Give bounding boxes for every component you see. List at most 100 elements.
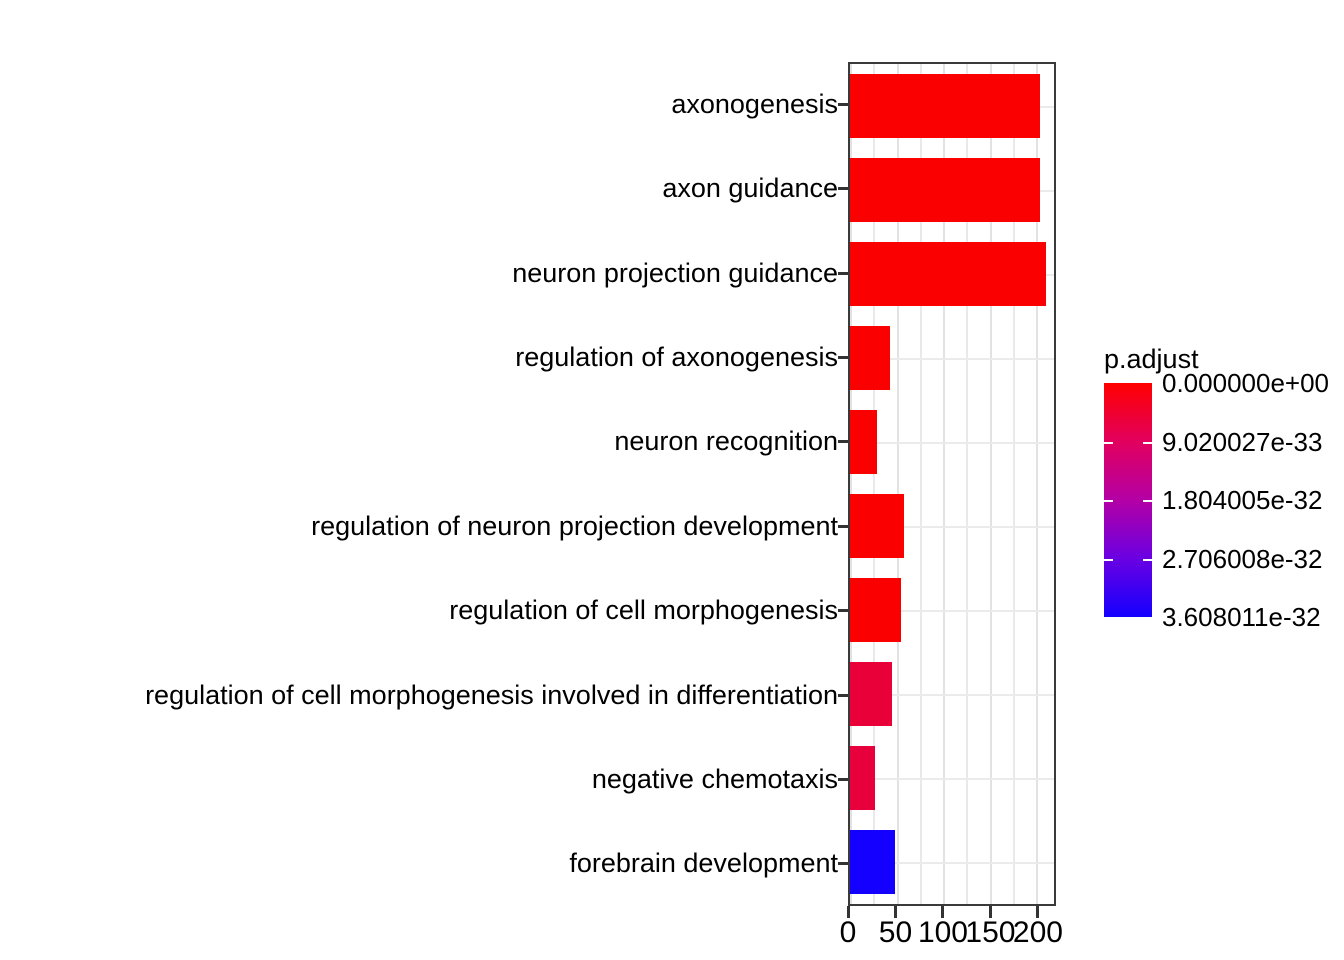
bar-slot <box>850 400 1054 484</box>
y-axis-label-row: regulation of cell morphogenesis <box>0 568 838 652</box>
y-tick-row <box>838 315 848 399</box>
y-axis-label: axon guidance <box>662 173 838 204</box>
horizontal-gridline-major <box>850 442 1054 444</box>
horizontal-gridline-major <box>850 862 1054 864</box>
y-tick-mark <box>838 777 848 781</box>
x-tick-label: 50 <box>878 916 913 949</box>
x-tick-mark <box>941 906 945 918</box>
colorbar-tick <box>1104 441 1113 444</box>
legend-title: p.adjust <box>1104 344 1199 374</box>
vertical-gridline-major <box>989 64 992 904</box>
y-axis-label-row: regulation of axonogenesis <box>0 315 838 399</box>
vertical-gridline-major <box>896 64 899 904</box>
vertical-gridline-minor <box>873 64 876 904</box>
bar[interactable] <box>850 494 905 558</box>
y-axis-label-row: regulation of neuron projection developm… <box>0 484 838 568</box>
bar-slot <box>850 148 1054 232</box>
horizontal-gridline-major <box>850 610 1054 612</box>
vertical-gridline-major <box>850 64 852 904</box>
y-axis-label: negative chemotaxis <box>591 763 838 794</box>
y-tick-mark <box>838 102 848 106</box>
y-axis-label-row: axon guidance <box>0 146 838 230</box>
vertical-gridline-minor <box>966 64 969 904</box>
x-tick-mark <box>846 906 850 918</box>
legend-break-labels: 0.000000e+00 9.020027e-33 1.804005e-32 2.70… <box>1160 370 1344 630</box>
y-tick-row <box>838 822 848 906</box>
y-tick-mark <box>838 862 848 866</box>
x-tick-label: 0 <box>839 916 857 949</box>
y-axis-ticks <box>838 62 848 906</box>
colorbar-tick <box>1104 500 1113 502</box>
plot-panel <box>848 62 1056 906</box>
bar-slot <box>850 568 1054 652</box>
y-axis-label: forebrain development <box>569 848 838 879</box>
y-tick-row <box>838 400 848 484</box>
y-axis-category-labels: axonogenesis axon guidance neuron projecti… <box>0 62 838 906</box>
y-tick-row <box>838 231 848 315</box>
legend-colorbar <box>1104 383 1152 617</box>
y-axis-label-row: negative chemotaxis <box>0 737 838 821</box>
bar[interactable] <box>850 158 1041 222</box>
legend-label: 1.804005e-32 <box>1162 485 1323 515</box>
legend-label: 2.706008e-32 <box>1162 543 1323 574</box>
bar[interactable] <box>850 410 877 474</box>
horizontal-gridline-major <box>850 526 1054 528</box>
y-tick-row <box>838 568 848 652</box>
bar-slot <box>850 232 1054 316</box>
colorbar-tick <box>1143 558 1152 561</box>
legend-label: 3.608011e-32 <box>1162 602 1321 632</box>
x-tick-mark <box>893 906 897 918</box>
bar[interactable] <box>850 326 891 390</box>
legend-label: 9.020027e-33 <box>1162 426 1323 457</box>
y-tick-mark <box>838 440 848 444</box>
bar[interactable] <box>850 578 902 642</box>
y-axis-label-row: forebrain development <box>0 822 838 906</box>
y-tick-row <box>838 653 848 737</box>
y-axis-label: neuron projection guidance <box>512 257 838 288</box>
y-tick-row <box>838 484 848 568</box>
bar-slot <box>850 652 1054 736</box>
colorbar-tick <box>1143 500 1152 502</box>
x-tick-mark <box>1036 906 1040 918</box>
bar[interactable] <box>850 830 895 894</box>
horizontal-gridline-major <box>850 694 1054 696</box>
y-axis-label: neuron recognition <box>614 426 838 457</box>
bar[interactable] <box>850 242 1046 306</box>
x-tick-label: 200 <box>1012 916 1063 949</box>
y-axis-label: axonogenesis <box>671 88 838 119</box>
colorbar-tick <box>1143 441 1152 444</box>
bar-slot <box>850 64 1054 148</box>
y-tick-mark <box>838 524 848 528</box>
vertical-gridline-major <box>1036 64 1039 904</box>
bar-slot <box>850 484 1054 568</box>
x-tick-label: 100 <box>917 916 968 949</box>
bar[interactable] <box>850 662 892 726</box>
x-axis-ticks <box>846 906 1056 918</box>
y-axis-label: regulation of axonogenesis <box>515 341 838 372</box>
y-tick-mark <box>838 355 848 359</box>
y-axis-label: regulation of neuron projection developm… <box>311 510 838 541</box>
bar-series <box>850 64 1054 904</box>
colorbar-tick <box>1104 558 1113 561</box>
legend: p.adjust 0.000000e+00 9.020027e-33 1.80400… <box>1098 346 1344 636</box>
y-axis-label-row: regulation of cell morphogenesis involve… <box>0 653 838 737</box>
y-tick-row <box>838 62 848 146</box>
bar-slot <box>850 316 1054 400</box>
bar-slot <box>850 820 1054 904</box>
vertical-gridline-minor <box>919 64 922 904</box>
horizontal-gridline-major <box>850 358 1054 360</box>
x-tick-label: 150 <box>965 916 1016 949</box>
bar[interactable] <box>850 74 1041 138</box>
y-axis-label-row: axonogenesis <box>0 62 838 146</box>
y-axis-label-row: neuron projection guidance <box>0 231 838 315</box>
y-tick-mark <box>838 271 848 275</box>
y-tick-mark <box>838 693 848 697</box>
x-tick-mark <box>988 906 992 918</box>
bar[interactable] <box>850 746 876 810</box>
vertical-gridline-major <box>943 64 946 904</box>
legend-label: 0.000000e+00 <box>1162 368 1330 398</box>
y-tick-row <box>838 737 848 821</box>
y-axis-label-row: neuron recognition <box>0 400 838 484</box>
y-tick-mark <box>838 187 848 191</box>
